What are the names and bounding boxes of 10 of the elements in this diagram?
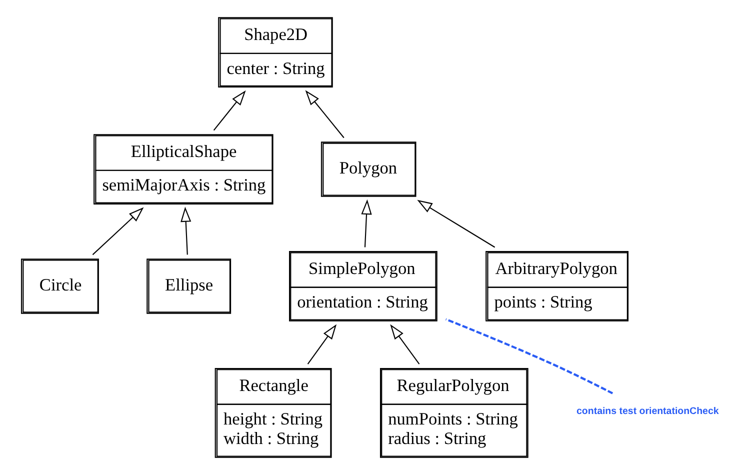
arrow [180,206,192,254]
arrow [417,199,496,248]
node-text: contains test orientationCheck [576,406,719,417]
arrow [361,198,372,247]
arrow [92,206,144,255]
arrow [307,324,337,364]
arrow [213,90,246,130]
arrow [390,324,420,364]
connector [445,318,614,394]
arrow [305,90,344,138]
